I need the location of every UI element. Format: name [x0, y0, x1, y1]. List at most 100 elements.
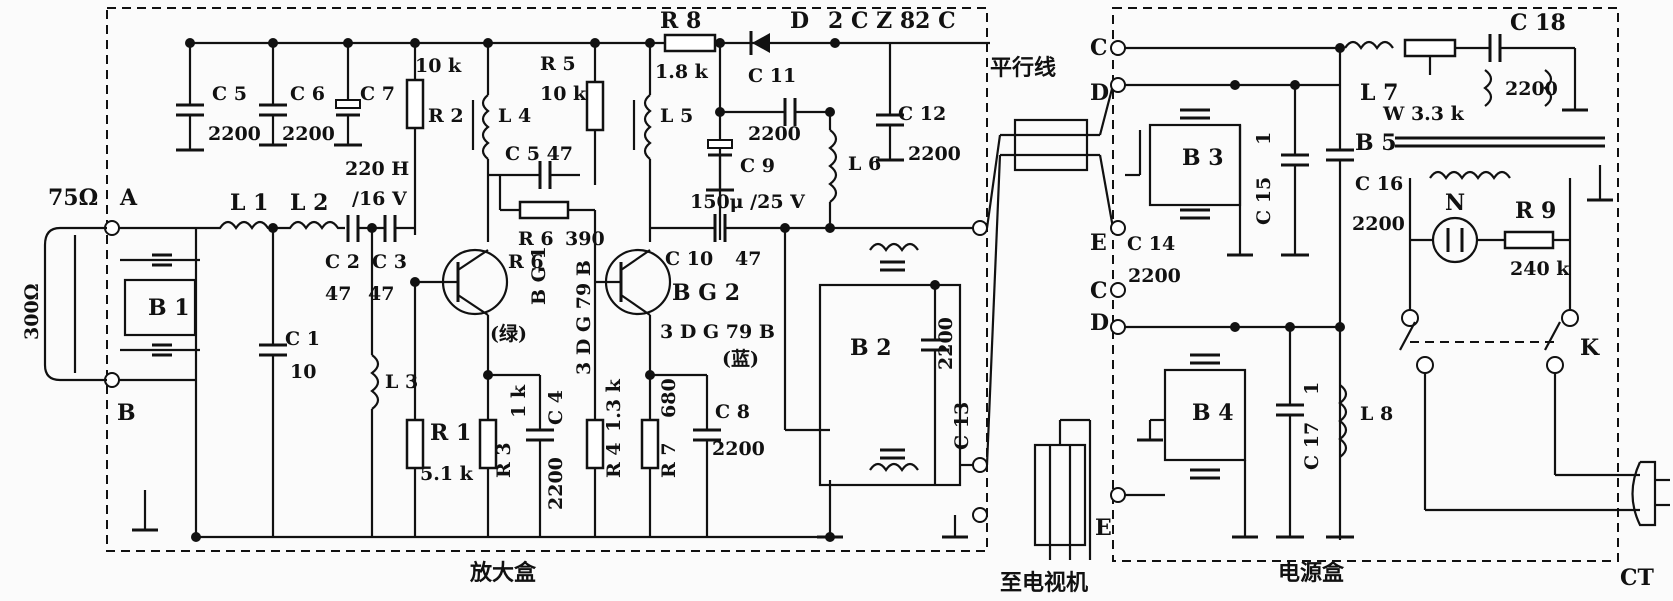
- label-c10-val: 47: [735, 248, 761, 270]
- label-k: K: [1580, 335, 1600, 361]
- label-r8-val: 1.8 k: [655, 61, 709, 83]
- label-r2: R 2: [428, 105, 464, 127]
- label-n: N: [1445, 190, 1465, 216]
- label-amplifier-box: 放大盒: [469, 560, 537, 586]
- label-c5-val: 2200: [208, 123, 261, 145]
- label-c17: C 17: [1301, 422, 1323, 470]
- label-bg1-prefix: R 6: [508, 251, 544, 273]
- label-c8-val: 2200: [712, 438, 765, 460]
- label-c6: C 6: [290, 83, 325, 105]
- label-r6: R 6: [518, 228, 554, 250]
- label-bg1: B G 1: [528, 246, 550, 305]
- label-d: D: [790, 8, 809, 34]
- label-c12-val: 2200: [908, 143, 961, 165]
- label-r7: R 7: [658, 442, 680, 478]
- label-r5-val: 10 k: [540, 83, 587, 105]
- label-bg2-type: 3 D G 79 B: [660, 321, 775, 343]
- terminal-d-top: D: [1090, 80, 1109, 106]
- label-c7: C 7: [360, 83, 395, 105]
- label-c2: C 2: [325, 251, 360, 273]
- label-c9: C 9: [740, 155, 775, 177]
- label-r6-val: 390: [565, 228, 605, 250]
- label-r7-val: 680: [658, 378, 680, 418]
- label-c11: C 11: [748, 65, 796, 87]
- label-c6-val: 2200: [282, 123, 335, 145]
- label-b4: B 4: [1192, 400, 1234, 426]
- label-c15: C 15: [1253, 177, 1275, 225]
- label-power-box: 电源盒: [1278, 560, 1345, 586]
- label-c9-val: 150μ /25 V: [690, 191, 806, 213]
- label-c5b: C 5 47: [505, 143, 573, 165]
- label-l6: L 6: [848, 153, 881, 175]
- label-r1-val: 5.1 k: [420, 463, 474, 485]
- label-c14: C 14: [1127, 233, 1175, 255]
- label-c1: C 1: [285, 328, 320, 350]
- label-c4: C 4: [545, 390, 567, 425]
- terminal-ct: CT: [1620, 565, 1655, 591]
- label-c7-val1: 220 H: [345, 158, 409, 180]
- label-w: W 3.3 k: [1382, 103, 1465, 125]
- label-75ohm: 75Ω: [48, 185, 98, 211]
- label-c16-val: 2200: [1352, 213, 1405, 235]
- terminal-a: A: [119, 185, 138, 211]
- label-r4-val: 1.3 k: [603, 378, 625, 432]
- terminal-c-top: C: [1090, 35, 1108, 61]
- power-box-outline: [1112, 7, 1619, 562]
- label-300ohm: 300Ω: [21, 283, 43, 340]
- label-r9: R 9: [1515, 198, 1556, 224]
- label-c15-val: 1: [1253, 132, 1275, 145]
- label-c3-val: 47: [368, 283, 394, 305]
- label-l4: L 4: [498, 105, 531, 127]
- label-l1: L 1: [230, 190, 268, 216]
- label-bg2: B G 2: [672, 280, 740, 306]
- label-c13-val: 2200: [935, 317, 957, 370]
- label-r1: R 1: [430, 420, 471, 446]
- label-c11-val: 2200: [748, 123, 801, 145]
- label-c17-val: 1: [1301, 382, 1323, 395]
- label-bg2-note: (蓝): [722, 347, 759, 370]
- label-l3: L 3: [385, 371, 418, 393]
- amplifier-box-outline: [106, 7, 988, 552]
- label-c7-val2: /16 V: [352, 188, 408, 210]
- label-bg1-type: 3 D G 79 B: [573, 260, 595, 375]
- label-c10: C 10: [665, 248, 713, 270]
- label-b5: B 5: [1355, 130, 1397, 156]
- label-r8: R 8: [660, 8, 701, 34]
- label-r3: R 3: [493, 442, 515, 478]
- label-r5: R 5: [540, 53, 576, 75]
- label-b3: B 3: [1182, 145, 1224, 171]
- label-c3: C 3: [372, 251, 407, 273]
- label-c5: C 5: [212, 83, 247, 105]
- label-l8: L 8: [1360, 403, 1393, 425]
- label-r3-val: 1 k: [508, 384, 530, 418]
- label-c16: C 16: [1355, 173, 1403, 195]
- terminal-b: B: [117, 400, 136, 426]
- label-c2-val: 47: [325, 283, 351, 305]
- label-r9-val: 240 k: [1510, 258, 1570, 280]
- label-c18: C 18: [1510, 10, 1566, 36]
- label-c12: C 12: [898, 103, 946, 125]
- label-bg1-note: (绿): [490, 322, 527, 345]
- label-l7: L 7: [1360, 80, 1398, 106]
- label-l2: L 2: [290, 190, 328, 216]
- label-r2-val: 10 k: [415, 55, 462, 77]
- label-b2: B 2: [850, 335, 892, 361]
- label-l5: L 5: [660, 105, 693, 127]
- terminal-e-top: E: [1090, 230, 1107, 256]
- label-c18-val: 2200: [1505, 78, 1558, 100]
- label-c14-val: 2200: [1128, 265, 1181, 287]
- label-c13: C 13: [951, 402, 973, 450]
- label-d-val: 2 C Z 82 C: [828, 8, 956, 34]
- label-parallel-line: 平行线: [990, 55, 1056, 81]
- label-b1: B 1: [148, 295, 190, 321]
- terminal-d-bot: D: [1090, 310, 1109, 336]
- label-r4: R 4: [603, 442, 625, 478]
- label-to-tv: 至电视机: [1000, 570, 1088, 596]
- label-c1-val: 10: [290, 361, 316, 383]
- terminal-c-bot: C: [1090, 278, 1108, 304]
- label-c8: C 8: [715, 401, 750, 423]
- terminal-e-bot: E: [1095, 515, 1112, 541]
- label-c4-val: 2200: [545, 457, 567, 510]
